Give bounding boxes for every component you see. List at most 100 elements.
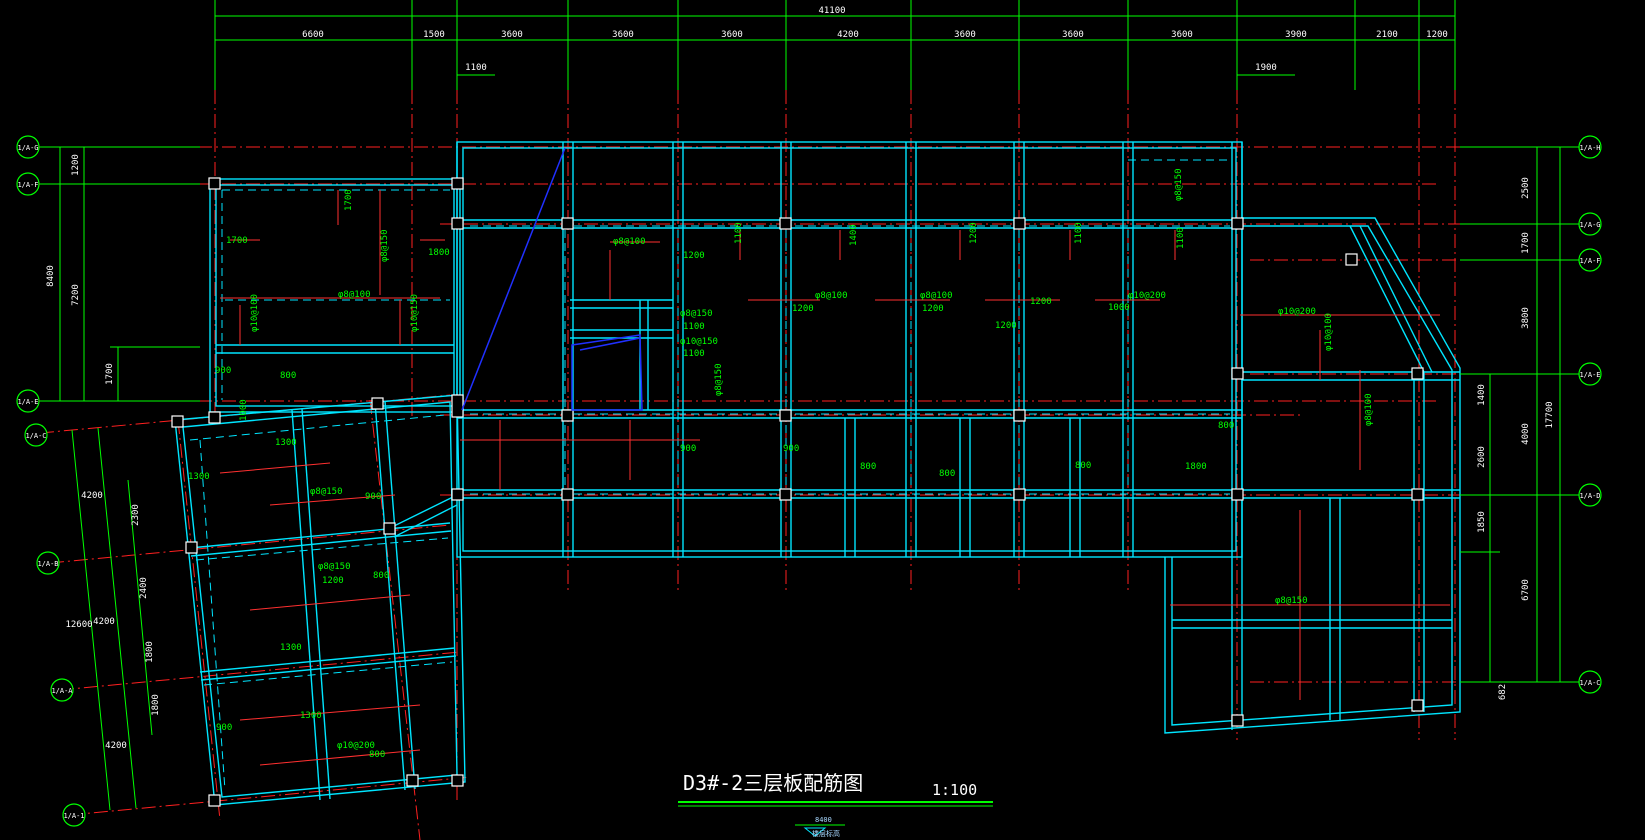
rebar-length: 900 xyxy=(680,444,696,454)
right-dim: 1700 xyxy=(1521,232,1531,254)
rebar-label: φ8@150 xyxy=(318,562,351,572)
top-offset-2: 1900 xyxy=(1255,63,1277,73)
rebar-length: 900 xyxy=(215,366,231,376)
axis-label: 1/A-G xyxy=(17,144,38,152)
rebar-length: 800 xyxy=(860,462,876,472)
right-total-dim: 17700 xyxy=(1545,401,1555,428)
rebar-length: 1100 xyxy=(683,349,705,359)
columns xyxy=(171,177,1424,807)
rebar-label: φ10@150 xyxy=(680,337,718,347)
left-total-dim-lower: 12600 xyxy=(65,620,92,630)
right-inner-dim: 682 xyxy=(1498,684,1508,700)
left-dim: 1200 xyxy=(71,154,81,176)
rebar-lines xyxy=(219,190,1450,766)
top-dim-8: 3600 xyxy=(1062,30,1084,40)
rebar-length: 1400 xyxy=(849,224,859,246)
rebar-length: 1200 xyxy=(683,251,705,261)
top-dim-3: 3600 xyxy=(501,30,523,40)
rebar-length: 1300 xyxy=(300,711,322,721)
rebar-length: 1300 xyxy=(188,472,210,482)
rebar-length: 800 xyxy=(1218,421,1234,431)
axis-label: 1/A-D xyxy=(1579,492,1600,500)
rebar-length: 1700 xyxy=(344,189,354,211)
rebar-label: φ8@150 xyxy=(714,363,724,396)
rebar-length-group: 1700 1200 1800 1700 800 900 1300 1100 12… xyxy=(188,189,1234,760)
axis-label: 1/A-H xyxy=(1579,144,1600,152)
axis-label: 1/A-E xyxy=(1579,371,1600,379)
rebar-label: φ8@150 xyxy=(310,487,343,497)
right-dim: 2500 xyxy=(1521,177,1531,199)
left-dim: 4200 xyxy=(93,617,115,627)
rebar-length: 1200 xyxy=(969,222,979,244)
top-dim-2: 1500 xyxy=(423,30,445,40)
rebar-length: 800 xyxy=(369,750,385,760)
right-inner-dim: 2600 xyxy=(1477,446,1487,468)
top-dim-9: 3600 xyxy=(1171,30,1193,40)
rebar-label: φ8@150 xyxy=(680,309,713,319)
axis-bubble-labels: 1/A-G 1/A-F 1/A-E 1/A-C 1/A-B 1/A-A 1/A-… xyxy=(17,144,1600,820)
rebar-length: 800 xyxy=(280,371,296,381)
rebar-length: 900 xyxy=(365,492,381,502)
left-total-dim: 8400 xyxy=(46,265,56,287)
rebar-label: φ8@100 xyxy=(338,290,371,300)
rebar-length: 1200 xyxy=(792,304,814,314)
axis-label: 1/A-1 xyxy=(63,812,84,820)
top-total-dim: 41100 xyxy=(818,6,845,16)
rebar-length: 900 xyxy=(216,723,232,733)
top-dim-7: 3600 xyxy=(954,30,976,40)
axis-label: 1/A-B xyxy=(37,560,58,568)
beam-outline xyxy=(456,141,1461,734)
rebar-label: φ10@200 xyxy=(1128,291,1166,301)
left-inner-dim: 1800 xyxy=(145,641,155,663)
rebar-label: φ8@150 xyxy=(1174,168,1184,201)
right-inner-dim: 1400 xyxy=(1477,384,1487,406)
left-dimension-text: 1200 7200 8400 1700 4200 4200 4200 12600… xyxy=(46,154,161,751)
rebar-length: 1100 xyxy=(683,322,705,332)
top-dim-12: 1200 xyxy=(1426,30,1448,40)
rebar-length: 800 xyxy=(939,469,955,479)
rebar-label: φ10@150 xyxy=(410,294,420,332)
rebar-label: φ10@100 xyxy=(250,294,260,332)
left-dimension-lines xyxy=(40,146,200,811)
left-dim: 7200 xyxy=(71,284,81,306)
rebar-label: φ8@150 xyxy=(1275,596,1308,606)
top-dim-10: 3900 xyxy=(1285,30,1307,40)
drawing-title: D3#-2三层板配筋图 xyxy=(683,771,863,795)
rebar-length: 1200 xyxy=(1030,297,1052,307)
stair-opening xyxy=(461,147,643,411)
top-offset-1: 1100 xyxy=(465,63,487,73)
rebar-length: 1300 xyxy=(280,643,302,653)
slab-dashed-lines xyxy=(189,159,1232,791)
left-inner-dim: 2300 xyxy=(131,504,141,526)
rebar-label-group: φ8@150 φ8@100 φ10@100 φ10@150 φ8@100 φ8@… xyxy=(250,168,1374,751)
axis-label: 1/A-F xyxy=(1579,257,1600,265)
rebar-label: φ8@100 xyxy=(920,291,953,301)
rebar-label: φ8@100 xyxy=(1364,393,1374,426)
right-dim: 4000 xyxy=(1521,423,1531,445)
rebar-length: 800 xyxy=(1075,461,1091,471)
title-block: D3#-2三层板配筋图 1:100 8400 楼层标高 xyxy=(678,771,993,838)
axis-label: 1/A-F xyxy=(17,181,38,189)
rebar-length: 800 xyxy=(373,571,389,581)
rebar-label: φ8@150 xyxy=(380,229,390,262)
right-dimension-text: 2500 1700 3800 4000 6700 17700 1400 2600… xyxy=(1477,177,1555,700)
top-dim-5: 3600 xyxy=(721,30,743,40)
rebar-length: 1100 xyxy=(1074,222,1084,244)
top-dimension-lines xyxy=(214,0,1456,90)
left-dim: 4200 xyxy=(105,741,127,751)
right-dimension-lines xyxy=(1460,146,1580,683)
rebar-length: 1800 xyxy=(428,248,450,258)
left-dim: 4200 xyxy=(81,491,103,501)
top-dimension-text: 41100 6600 1500 3600 3600 3600 4200 3600… xyxy=(302,6,1448,73)
axis-bubbles xyxy=(16,135,1602,827)
right-dim: 3800 xyxy=(1521,307,1531,329)
axis-label: 1/A-G xyxy=(1579,221,1600,229)
rebar-length: 1000 xyxy=(239,399,249,421)
top-dim-4: 3600 xyxy=(612,30,634,40)
axis-label: 1/A-E xyxy=(17,398,38,406)
rebar-length: 1300 xyxy=(275,438,297,448)
axis-grid xyxy=(30,90,1580,840)
rebar-length: 1200 xyxy=(322,576,344,586)
left-inner-dim: 2400 xyxy=(139,577,149,599)
